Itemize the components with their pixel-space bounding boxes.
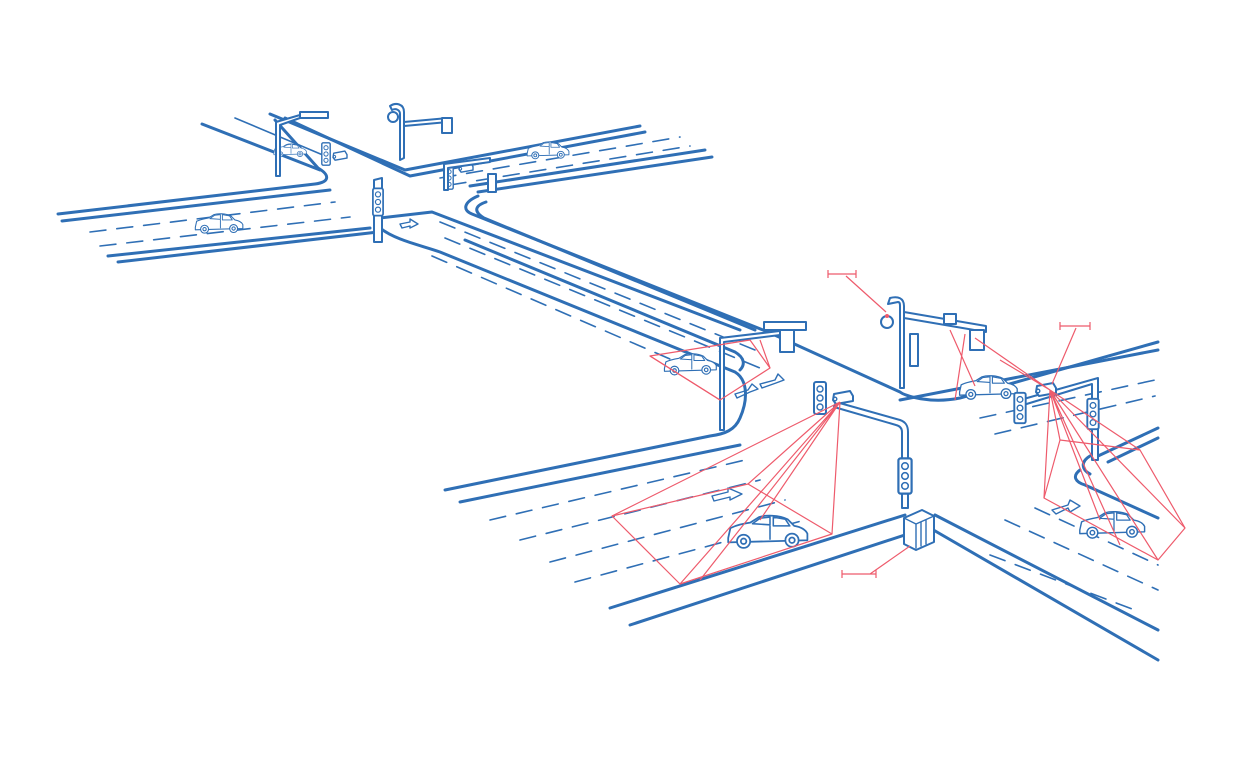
callout-leaders (827, 270, 1091, 578)
traffic-light-icon (372, 188, 384, 216)
car-icon (195, 213, 243, 234)
signal-pole-right (1014, 377, 1099, 461)
traffic-camera-icon (333, 151, 347, 161)
road-lower-right (928, 426, 1160, 662)
traffic-light-icon (814, 382, 826, 414)
signal-pole-center (719, 321, 935, 551)
car-icon (527, 141, 569, 159)
camera-detection-zones (611, 329, 1186, 585)
road-lower-left (489, 459, 922, 627)
traffic-light-icon (321, 142, 331, 166)
lane-arrow-icon (399, 218, 1081, 515)
traffic-camera-icon (833, 391, 853, 404)
car-icon (1079, 511, 1145, 539)
car-icon (728, 515, 808, 548)
dome-camera-icon (387, 111, 399, 123)
road-main-diagonal (378, 194, 1160, 504)
traffic-light-icon (898, 458, 912, 494)
signal-pole-upper-left (275, 111, 384, 243)
traffic-light-icon (1014, 392, 1026, 424)
control-cabinet-icon (903, 509, 935, 551)
traffic-light-icon (1087, 398, 1099, 430)
car-icon (664, 353, 717, 375)
signal-pole-upper-center (387, 103, 497, 193)
signal-pole-center-right (880, 296, 987, 389)
road-network (56, 103, 1186, 662)
